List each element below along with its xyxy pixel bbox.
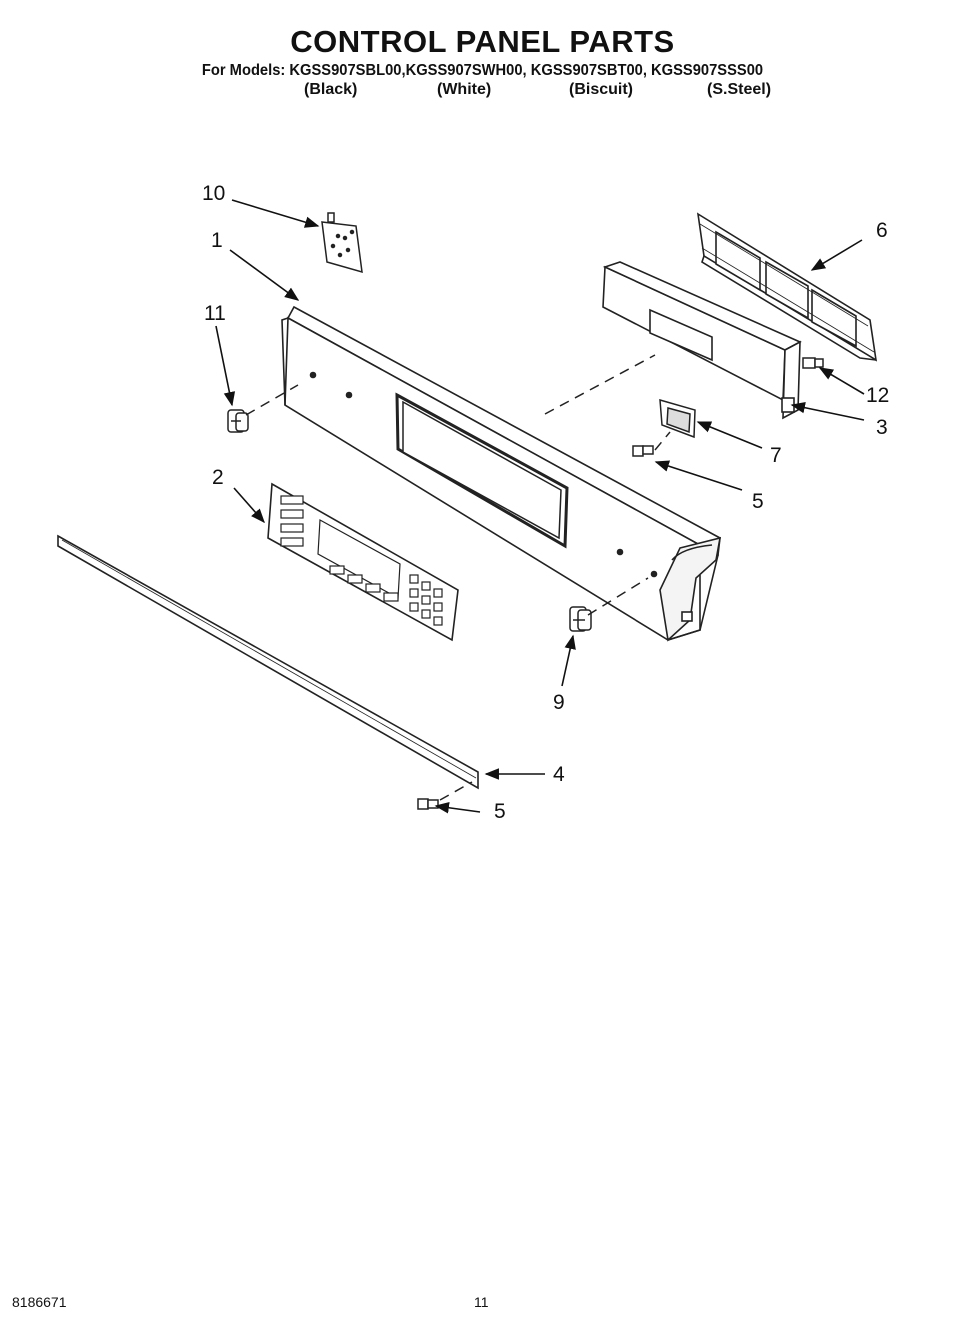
part-4-trim-strip bbox=[57, 534, 479, 790]
callout-6: 6 bbox=[876, 219, 888, 242]
callout-2: 2 bbox=[212, 466, 224, 489]
color-biscuit: (Biscuit) bbox=[569, 81, 633, 98]
color-steel: (S.Steel) bbox=[707, 81, 772, 98]
part-2-overlay bbox=[267, 482, 459, 642]
models-line: For Models: KGSS907SBL00,KGSS907SWH00, K… bbox=[201, 62, 764, 79]
part-6-back-panel bbox=[696, 212, 878, 362]
color-black: (Black) bbox=[304, 81, 358, 98]
part-7-bracket bbox=[659, 398, 696, 439]
page-title: CONTROL PANEL PARTS bbox=[290, 24, 675, 59]
callout-7: 7 bbox=[770, 444, 782, 467]
callout-12: 12 bbox=[866, 384, 889, 407]
callout-5-upper: 5 bbox=[752, 490, 764, 513]
part-12-screw bbox=[802, 357, 824, 369]
callout-3: 3 bbox=[876, 416, 888, 439]
page-number: 11 bbox=[474, 1294, 489, 1310]
part-9-knob bbox=[569, 606, 592, 632]
callout-1: 1 bbox=[211, 229, 223, 252]
callout-4: 4 bbox=[553, 763, 565, 786]
part-11-knob bbox=[227, 409, 249, 433]
part-5-screw-lower bbox=[417, 798, 439, 810]
callout-5-lower: 5 bbox=[494, 800, 506, 823]
part-5-screw-upper bbox=[632, 445, 654, 457]
document-number: 8186671 bbox=[12, 1294, 67, 1310]
part-3-console-housing bbox=[602, 261, 802, 420]
callout-9: 9 bbox=[553, 691, 565, 714]
callout-10: 10 bbox=[202, 182, 225, 205]
part-1-control-panel bbox=[281, 305, 722, 642]
part-10-board bbox=[321, 212, 363, 274]
assembly-lines bbox=[245, 354, 671, 801]
color-white: (White) bbox=[437, 81, 492, 98]
callout-11: 11 bbox=[204, 302, 226, 325]
leader-lines bbox=[215, 199, 865, 814]
